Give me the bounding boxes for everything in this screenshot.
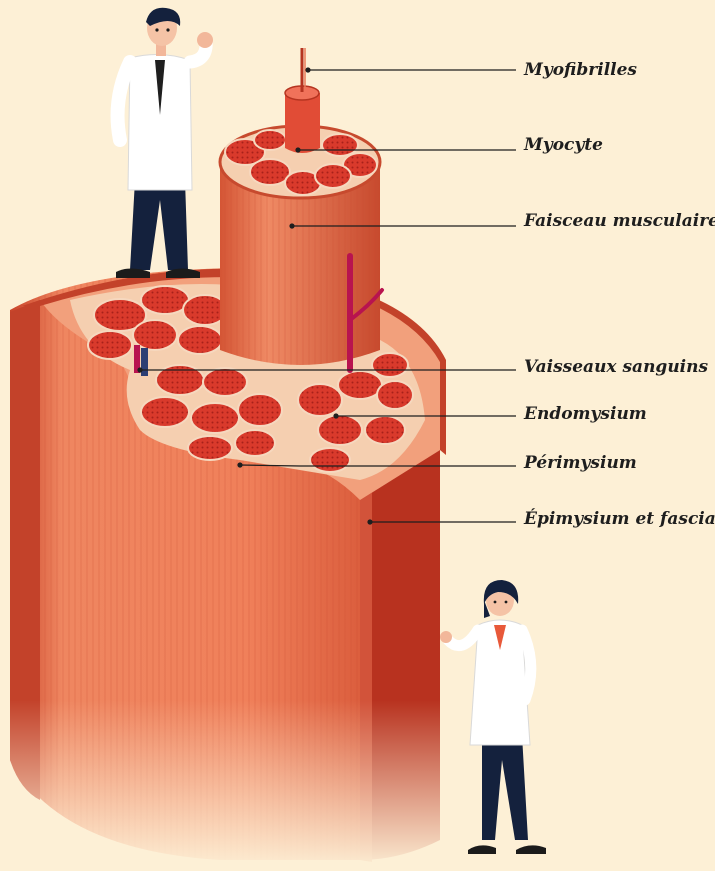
myocyte	[285, 48, 320, 153]
label-faisceau-musculaire: Faisceau musculaire	[524, 213, 715, 230]
muscle-bundle	[220, 126, 382, 370]
label-perimysium: Périmysium	[524, 455, 637, 472]
label-vaisseaux-sanguins: Vaisseaux sanguins	[524, 359, 708, 376]
label-endomysium: Endomysium	[524, 406, 647, 423]
leader-dot-endomysium	[334, 414, 338, 418]
leader-dot-vaisseaux	[138, 368, 142, 372]
leader-dot-epimysium	[368, 520, 372, 524]
label-myocyte: Myocyte	[524, 137, 603, 154]
label-myofibrilles: Myofibrilles	[524, 62, 637, 79]
leader-dot-perimysium	[238, 463, 242, 467]
leader-dot-myofibrilles	[306, 68, 310, 72]
label-epimysium-fascia: Épimysium et fascia	[524, 511, 715, 528]
scientist-man	[116, 8, 213, 278]
leader-dot-myocyte	[296, 148, 300, 152]
leader-dot-faisceau	[290, 224, 294, 228]
